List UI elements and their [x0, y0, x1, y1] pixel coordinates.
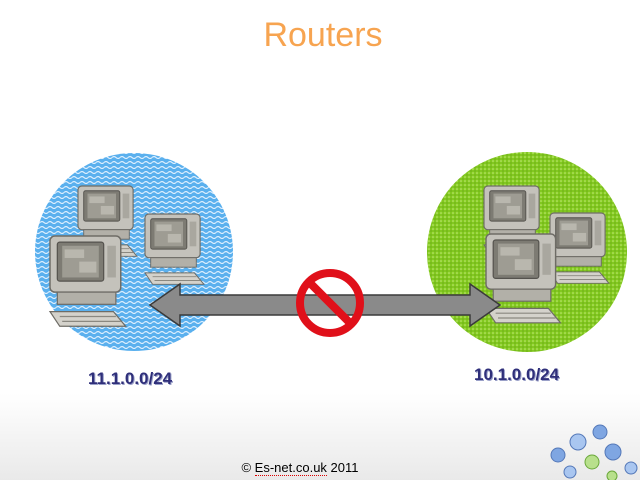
computer-icon [49, 235, 127, 328]
decorative-bubbles [550, 424, 638, 480]
footer-copyright: © Es-net.co.uk 2011 [0, 460, 600, 476]
slide-title: Routers [263, 16, 383, 54]
footer-site: Es-net.co.uk [254, 460, 327, 476]
network-label-right: 10.1.0.0/24 [474, 365, 560, 384]
footer-year: 2011 [326, 460, 359, 475]
copyright-prefix: © [241, 460, 255, 475]
no-entry-icon [296, 269, 364, 337]
bidirectional-arrow [148, 282, 502, 328]
computer-icon [144, 213, 205, 285]
computer-icon [485, 233, 562, 324]
network-label-left: 11.1.0.0/24 [88, 369, 173, 388]
computer-icon [549, 212, 610, 284]
